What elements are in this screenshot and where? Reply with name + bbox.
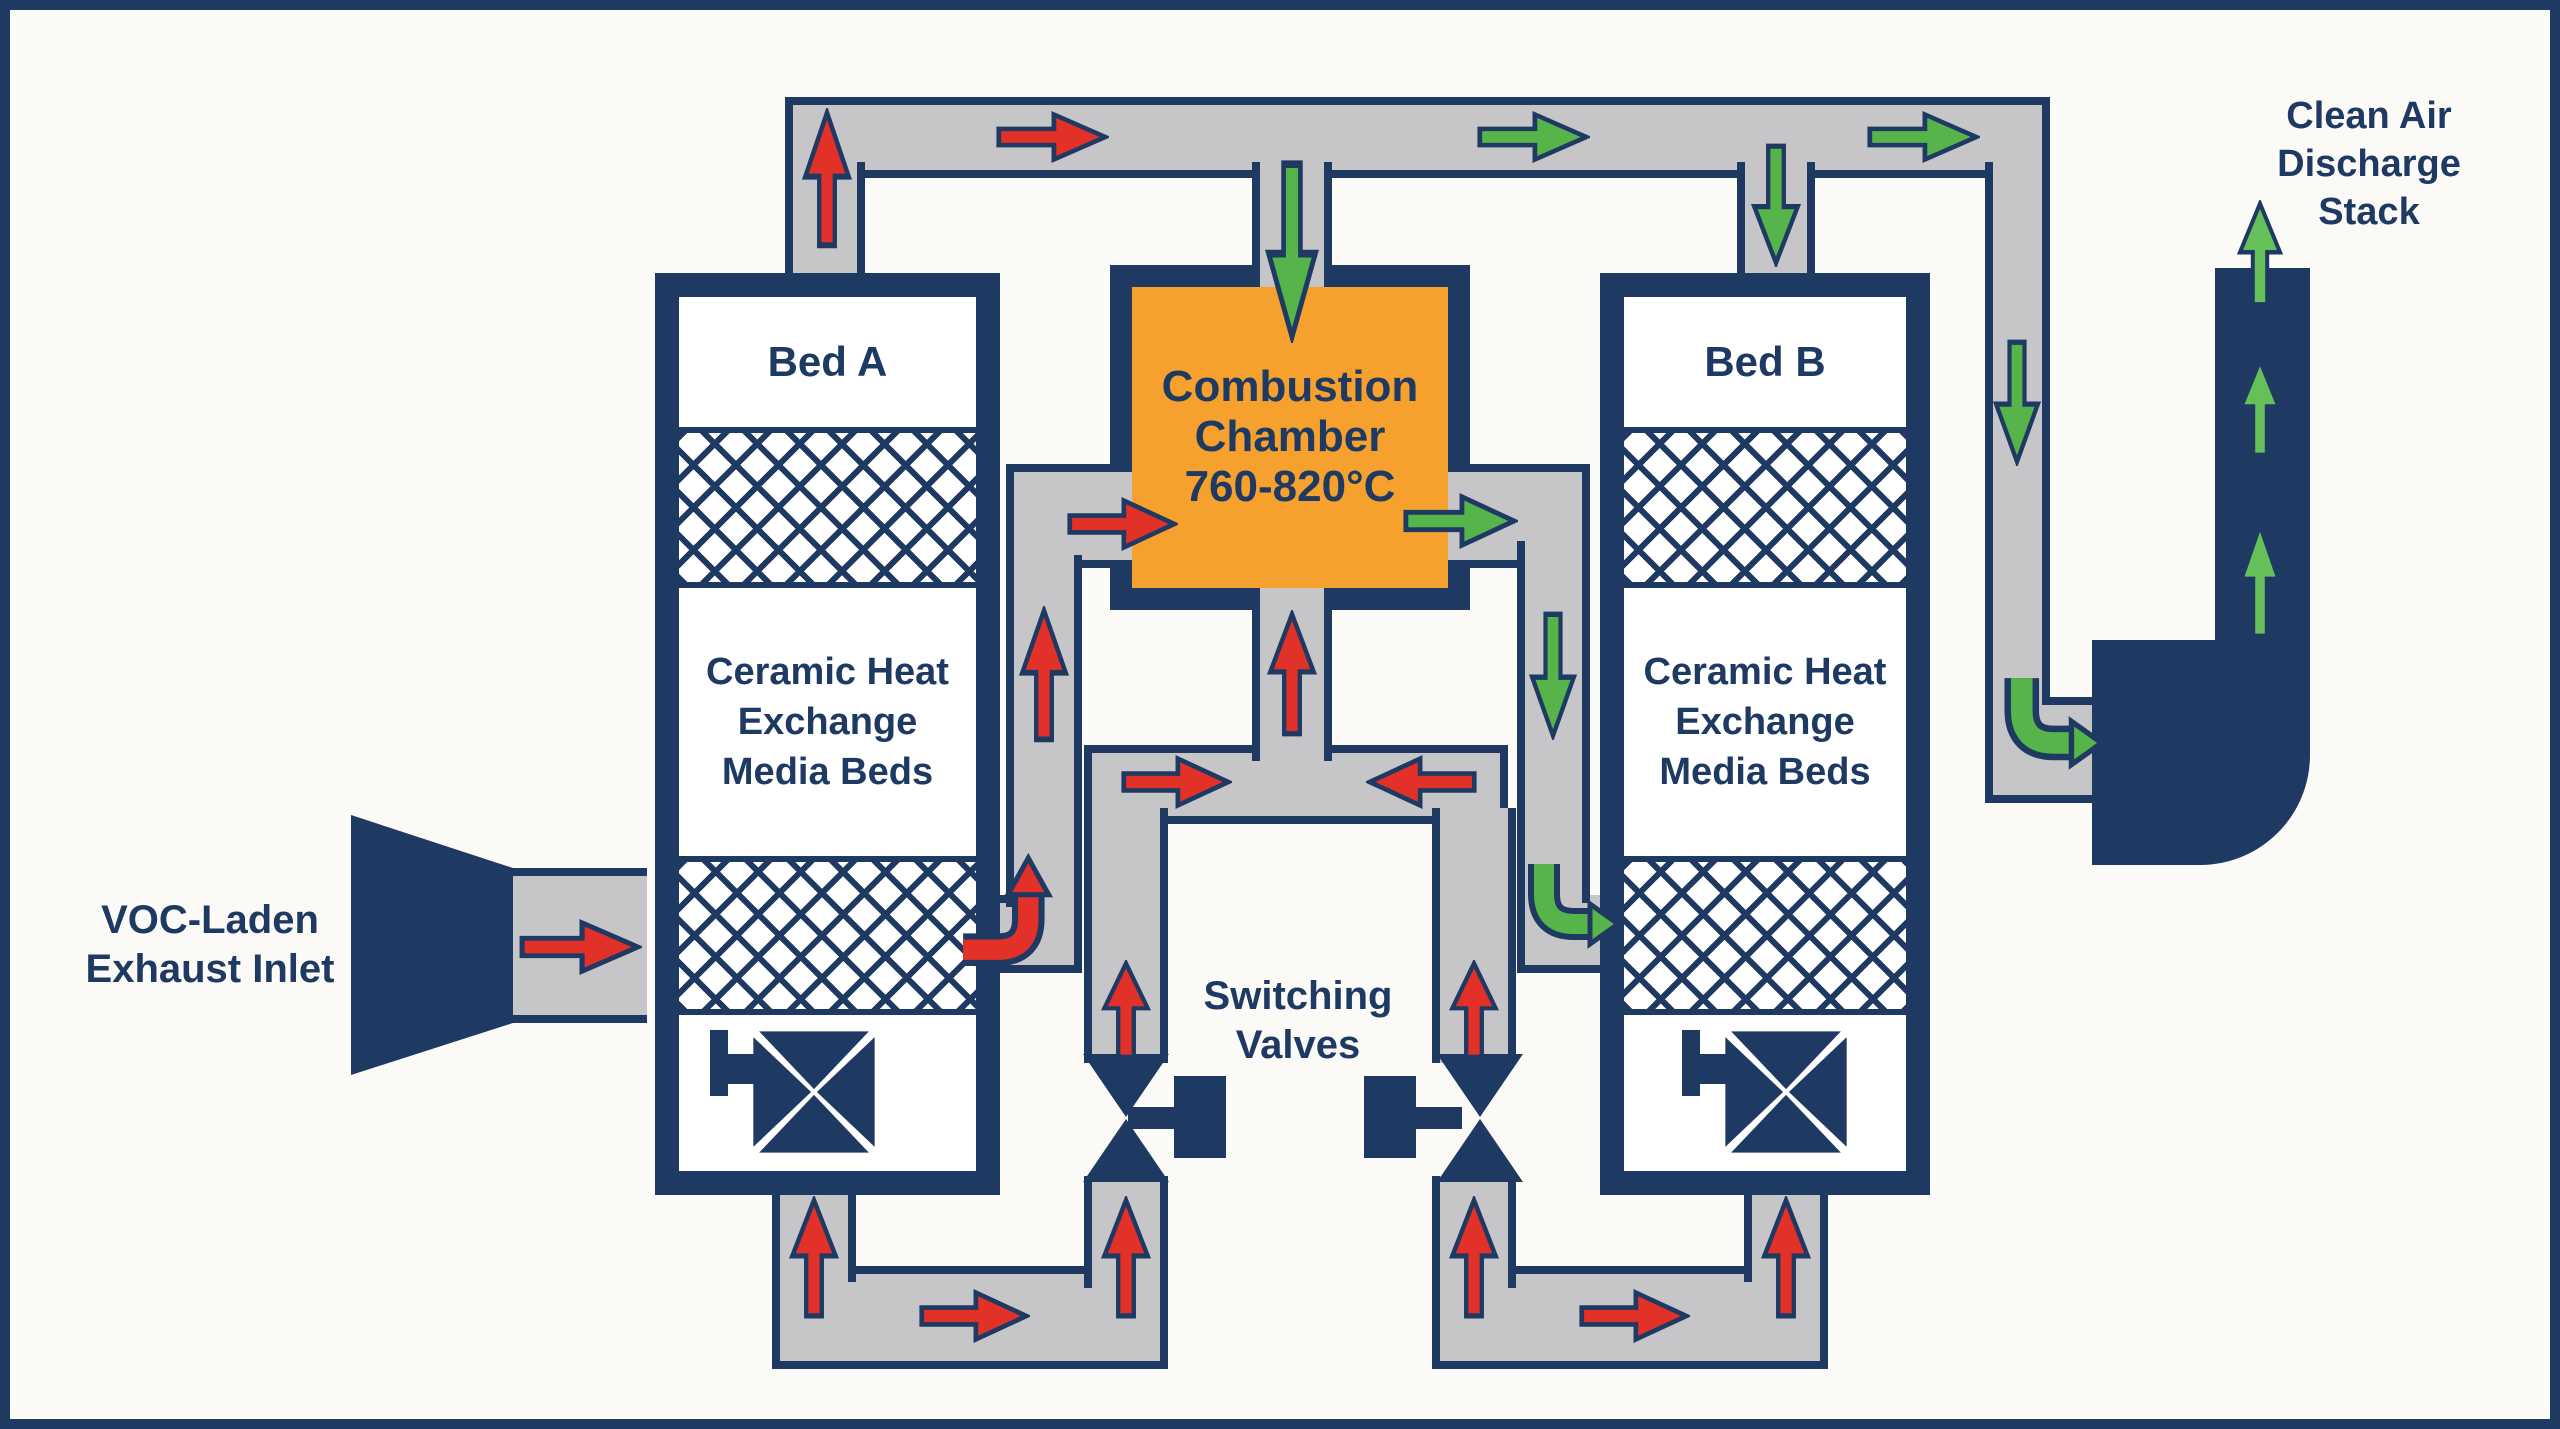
switching-valve-left-stem — [1128, 1107, 1174, 1129]
media-label-line: Media Beds — [1659, 751, 1871, 793]
red-right-arrow-icon — [918, 1288, 1030, 1344]
switching-valves-label: Switching Valves — [1168, 972, 1428, 1070]
inlet-label-line: Exhaust Inlet — [85, 947, 335, 991]
switching-valve-left-actuator — [1174, 1076, 1226, 1158]
media-label-line: Ceramic Heat — [1643, 651, 1887, 693]
bed-b-media-section: Ceramic Heat Exchange Media Beds — [1624, 588, 1906, 856]
media-label-line: Ceramic Heat — [706, 651, 949, 693]
bed-a-label: Bed A — [767, 338, 888, 385]
bed-b-vessel: Bed B Ceramic Heat Exchange Media Beds — [1600, 273, 1930, 1195]
bed-a-valve-fitting — [726, 1054, 762, 1084]
red-up-arrow-icon — [1448, 960, 1500, 1060]
fan-housing — [2092, 640, 2310, 865]
bed-b-label-section: Bed B — [1624, 297, 1906, 427]
stack-label-line: Clean Air — [2286, 95, 2452, 137]
valves-label-line: Valves — [1235, 1023, 1361, 1067]
red-up-arrow-icon — [788, 1196, 840, 1320]
chamber-label-line: Combustion — [1161, 362, 1419, 411]
combustion-chamber-label: Combustion Chamber 760-820°C — [1120, 362, 1460, 512]
switching-valve-right-actuator — [1364, 1076, 1416, 1158]
bed-a-label-section: Bed A — [679, 297, 976, 427]
red-up-arrow-icon — [1448, 1196, 1500, 1320]
media-label-line: Media Beds — [721, 751, 934, 793]
bed-b-label: Bed B — [1704, 338, 1826, 385]
red-right-arrow-icon — [1120, 754, 1232, 810]
red-up-arrow-icon — [1100, 1196, 1152, 1320]
bed-b-valve-fitting — [1698, 1054, 1734, 1084]
green-up-arrow-icon — [2238, 358, 2282, 458]
bed-b-valve-fitting — [1682, 1030, 1700, 1096]
chamber-label-line: Chamber — [1194, 412, 1386, 461]
inlet-label-line: VOC-Laden — [101, 898, 319, 942]
bed-b-upper-media-bed — [1624, 427, 1906, 588]
green-curve-right-arrow-icon — [2004, 678, 2107, 770]
bed-b-four-way-valve-icon — [1721, 1027, 1851, 1157]
valves-label-line: Switching — [1203, 974, 1393, 1018]
red-left-arrow-icon — [1366, 754, 1478, 810]
green-down-arrow-icon — [1750, 142, 1802, 267]
red-up-arrow-icon — [1018, 606, 1070, 744]
valve-duct-left — [1084, 808, 1168, 1063]
inlet-label: VOC-Laden Exhaust Inlet — [50, 896, 370, 994]
red-up-arrow-icon — [1100, 960, 1152, 1060]
red-right-arrow-icon — [518, 918, 642, 976]
bed-a-upper-media-bed — [679, 427, 976, 588]
stack-label-line: Discharge — [2277, 143, 2461, 185]
red-up-arrow-icon — [1760, 1196, 1812, 1320]
green-down-arrow-icon — [1264, 158, 1320, 343]
bed-a-media-section: Ceramic Heat Exchange Media Beds — [679, 588, 976, 856]
green-curve-right-arrow-icon — [1528, 864, 1623, 949]
media-label-line: Exchange — [1675, 701, 1855, 743]
bed-b-lower-media-bed — [1624, 856, 1906, 1015]
green-right-arrow-icon — [1866, 110, 1980, 164]
inlet-funnel — [351, 815, 513, 1075]
media-label-line: Exchange — [737, 701, 918, 743]
red-right-arrow-icon — [1578, 1288, 1690, 1344]
red-up-arrow-icon — [1266, 610, 1318, 738]
green-up-arrow-icon — [2238, 522, 2282, 640]
red-up-arrow-icon — [801, 108, 853, 250]
stack-label: Clean Air Discharge Stack — [2246, 92, 2492, 236]
green-right-arrow-icon — [1476, 110, 1590, 164]
red-right-arrow-icon — [995, 110, 1109, 164]
bed-a-lower-media-bed — [679, 856, 976, 1015]
bed-a-four-way-valve-icon — [749, 1027, 879, 1157]
green-down-arrow-icon — [1528, 610, 1578, 740]
chamber-label-line: 760-820°C — [1184, 462, 1396, 511]
chamber-right-port-corner — [1582, 464, 1590, 568]
bed-a-valve-fitting — [710, 1030, 728, 1096]
stack-label-line: Stack — [2318, 191, 2420, 233]
red-curve-up-arrow-icon — [963, 852, 1053, 966]
green-down-arrow-icon — [1992, 338, 2042, 466]
top-duct — [785, 97, 2050, 178]
switching-valve-right-stem — [1416, 1107, 1462, 1129]
